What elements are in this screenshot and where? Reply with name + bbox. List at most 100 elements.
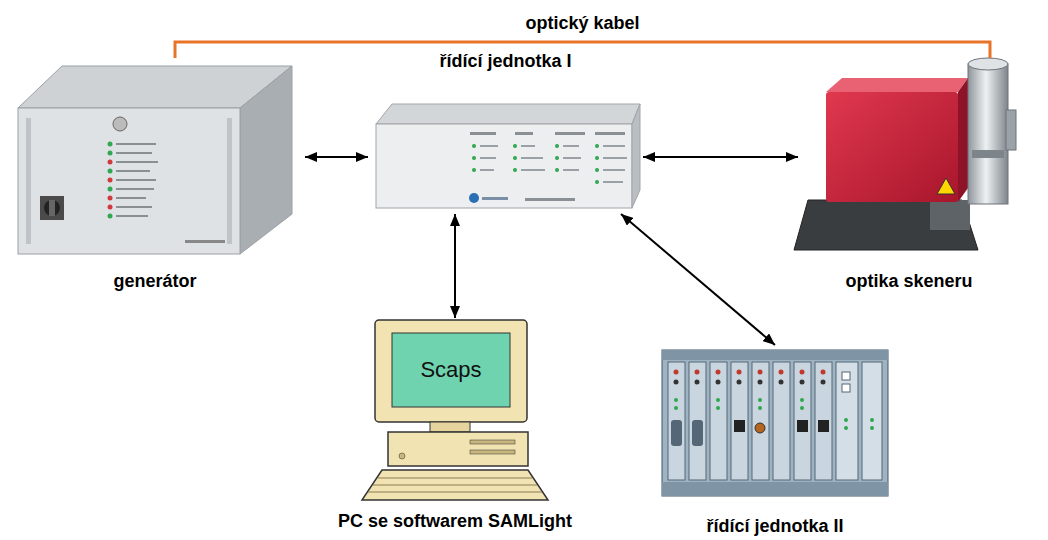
rack-illustration-part (674, 398, 678, 402)
device-label: optika skeneru (845, 270, 972, 292)
control-unit-illustration-part (469, 193, 479, 203)
rack-illustration-part (800, 406, 804, 410)
scanner-optics-illustration-part (958, 78, 968, 202)
generator-illustration-part (40, 196, 64, 220)
scanner-optics-illustration-part (794, 200, 978, 250)
rack-illustration-part (737, 380, 742, 385)
generator-illustration-part (108, 178, 113, 183)
rack-illustration-part (870, 426, 874, 430)
computer-illustration-part (375, 320, 527, 422)
screen-text: Scaps (392, 333, 510, 407)
rack-illustration-part (842, 384, 850, 392)
scanner-optics-illustration-part (826, 92, 958, 202)
rack-illustration-part (758, 380, 763, 385)
control-unit-illustration-part (595, 132, 625, 135)
scanner-optics-illustration-part (1006, 110, 1016, 150)
control-unit-illustration-part (632, 104, 640, 208)
rack-illustration-part (836, 362, 858, 480)
rack-illustration (662, 350, 888, 496)
scanner-optics-illustration-part (972, 150, 1004, 158)
computer-illustration-part (470, 440, 515, 444)
rack-illustration-part (716, 398, 720, 402)
computer-illustration-part (378, 478, 532, 479)
generator-illustration-part (108, 187, 113, 192)
control-unit-illustration-part (521, 169, 545, 171)
rack-illustration-part (779, 370, 784, 375)
control-unit-illustration-part (595, 180, 599, 184)
generator-illustration-part (108, 142, 113, 147)
computer-illustration-part (373, 485, 537, 486)
generator-illustration-part (116, 197, 146, 199)
control-unit-illustration-part (470, 132, 496, 135)
control-unit-illustration-part (603, 169, 625, 171)
rack-illustration-part (821, 380, 826, 385)
control-unit-illustration-part (563, 157, 581, 159)
rack-illustration-part (662, 350, 888, 360)
rack-illustration-part (800, 370, 805, 375)
rack-illustration-part (870, 418, 874, 422)
generator-illustration-part (185, 240, 225, 243)
control-unit-illustration-part (595, 168, 599, 172)
rack-illustration-part (695, 380, 700, 385)
rack-illustration-part (821, 370, 826, 375)
control-unit-illustration-part (595, 156, 599, 160)
control-unit-illustration-part (376, 124, 632, 208)
double-arrow (621, 214, 775, 345)
generator-illustration-part (44, 200, 60, 216)
rack-illustration-part (779, 380, 784, 385)
generator-illustration-part (227, 118, 232, 244)
control-unit-illustration-part (515, 132, 533, 135)
optical-cable (175, 42, 990, 58)
computer-illustration-part (392, 333, 510, 407)
rack-illustration-part (716, 370, 721, 375)
control-unit-illustration-part (555, 132, 585, 135)
device-label: řídící jednotka I (439, 50, 571, 72)
control-unit-illustration-part (513, 168, 517, 172)
rack-illustration-part (674, 406, 678, 410)
control-unit-illustration-part (376, 104, 640, 124)
control-unit-illustration-part (603, 145, 625, 147)
rack-illustration-part (755, 423, 765, 433)
control-unit-illustration (376, 104, 640, 208)
generator-illustration-part (116, 143, 156, 145)
control-unit-illustration-part (513, 156, 517, 160)
device-generator: generátor (5, 58, 305, 292)
rack-illustration-part (794, 362, 811, 480)
rack-illustration-part (862, 362, 882, 480)
computer-illustration-part (399, 453, 405, 459)
generator-illustration-part (116, 188, 154, 190)
control-unit-illustration-part (480, 145, 498, 147)
generator-illustration-part (116, 206, 152, 208)
rack-illustration-part (689, 362, 706, 480)
computer-illustration-part (470, 450, 515, 454)
control-unit-illustration-part (482, 197, 508, 200)
control-unit-illustration-part (603, 157, 627, 159)
control-unit-illustration-part (480, 157, 496, 159)
control-unit-illustration-part (603, 181, 623, 183)
scanner-optics-illustration (794, 58, 1016, 250)
computer-illustration-part (368, 492, 542, 493)
device-label: řídící jednotka II (706, 515, 843, 537)
generator-illustration-part (108, 151, 113, 156)
rack-illustration-part (800, 380, 805, 385)
scanner-optics-illustration-part (968, 64, 1008, 204)
rack-illustration-part (815, 362, 832, 480)
rack-illustration-part (710, 362, 727, 480)
rack-illustration-part (752, 362, 769, 480)
rack-illustration-part (818, 420, 829, 432)
device-control-unit: řídící jednotka I (368, 50, 643, 214)
generator-illustration-part (116, 179, 156, 181)
rack-illustration-part (734, 420, 745, 432)
rack-illustration-part (773, 362, 790, 480)
control-unit-illustration-part (472, 168, 476, 172)
computer-illustration-part (362, 470, 548, 500)
rack-illustration-part (692, 420, 703, 446)
rack-illustration-part (674, 380, 679, 385)
device-label: PC se softwarem SAMLight (338, 510, 572, 532)
control-unit-illustration-part (472, 156, 476, 160)
rack-illustration-part (844, 418, 848, 422)
rack-illustration-part (758, 370, 763, 375)
